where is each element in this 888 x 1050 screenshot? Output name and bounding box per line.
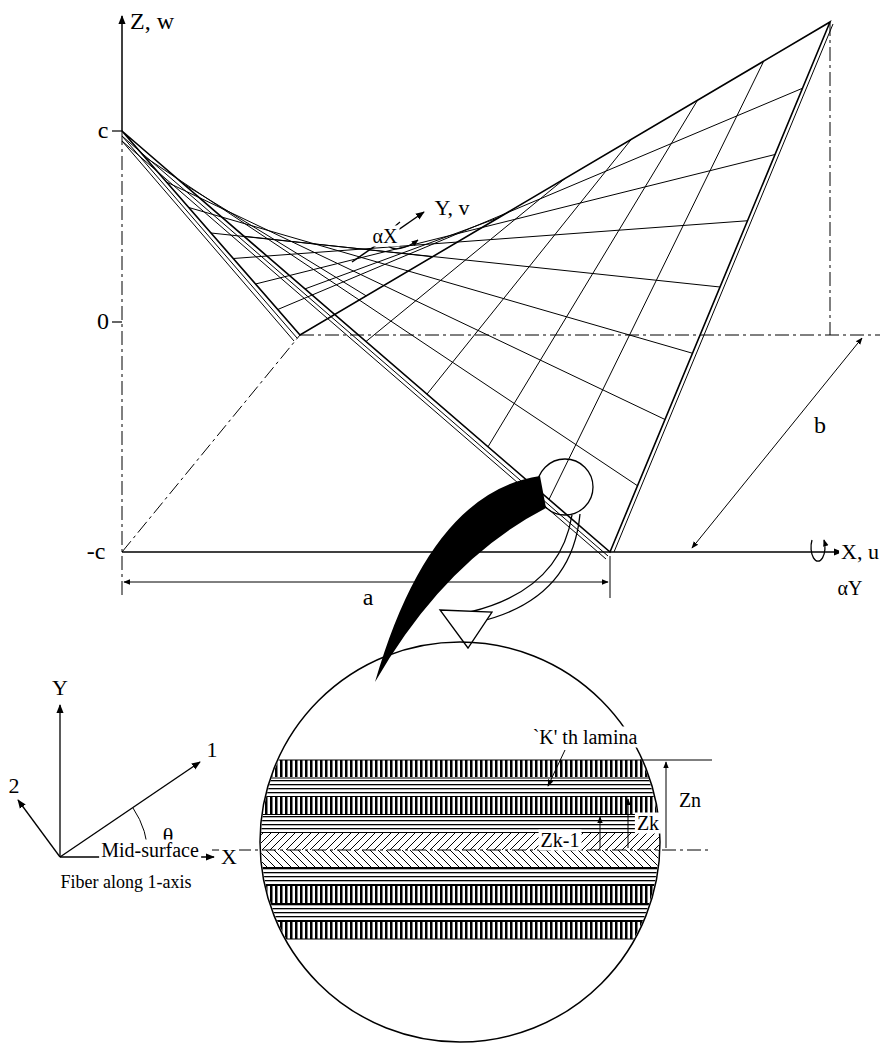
thickness-dimensions [212,750,712,850]
axis-label: 2 [7,774,22,797]
x-axis [122,551,842,553]
fiber-axes [18,705,214,857]
mid-surface-label: Mid-surface [99,840,201,861]
level-label: c [96,118,111,143]
axis-label: X [219,845,239,868]
level-label: 0 [95,309,111,334]
axis-label: X, u [839,540,881,563]
construction-lines [122,22,880,552]
axis-label: Y [50,676,70,699]
rotation-arrow [811,540,825,561]
dimension-label: b [812,413,828,438]
rotation-label: αY [836,578,865,599]
rotation-label: αX [371,226,400,247]
detail-circle [260,642,660,1042]
axis-label: Z, w [128,9,176,34]
axis-label: Y, v [432,196,471,219]
dimension-label: a [361,585,376,610]
dimension-b [692,338,862,548]
thickness-label: Zk-1 [539,830,582,851]
z-axis [112,16,122,595]
level-label: -c [85,539,108,564]
fiber-note: Fiber along 1-axis [59,873,194,892]
thickness-label: Zn [677,790,703,811]
thickness-label: Zk [635,813,661,834]
y-axis [352,212,424,262]
hypar-edges [122,22,833,559]
axis-label: 1 [205,738,220,761]
lamina-label: `K' th lamina [531,727,640,748]
